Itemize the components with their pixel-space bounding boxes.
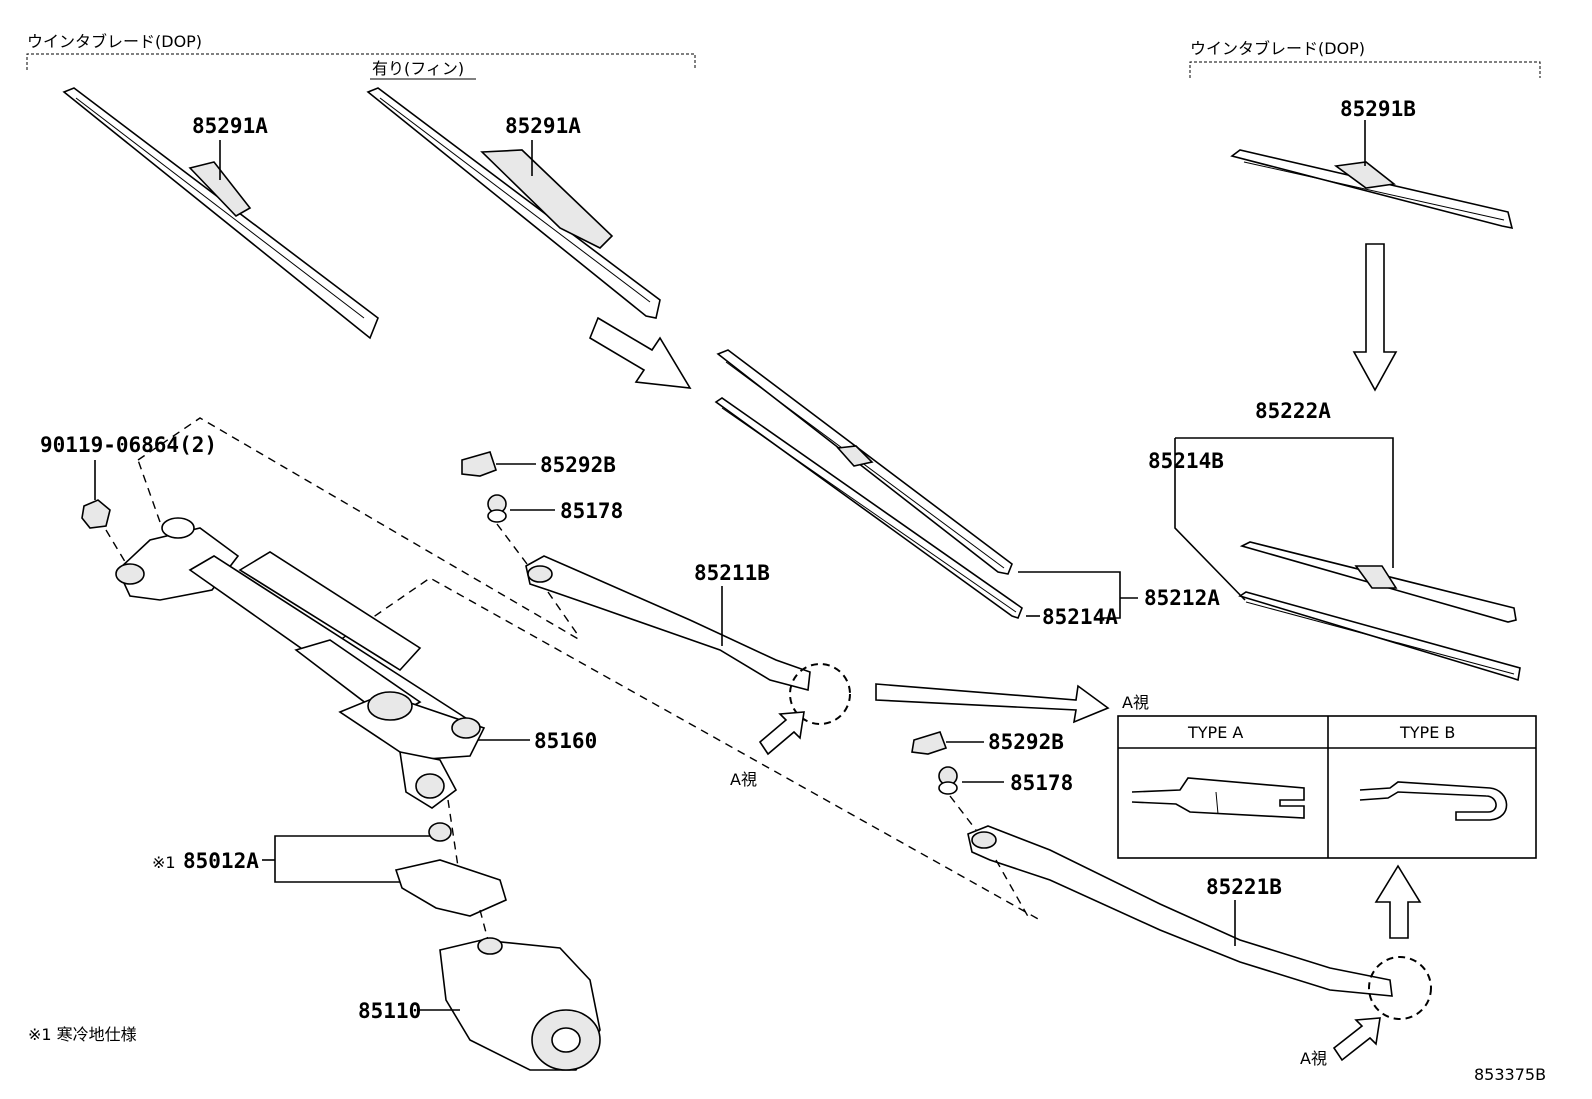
view-a-label-3: A視 <box>1122 693 1149 712</box>
wiper-blade-85291a-1: 85291A <box>62 87 379 340</box>
part-85291b-label: 85291B <box>1340 97 1416 121</box>
wiper-blade-85291b: 85291B <box>1230 97 1514 230</box>
part-85212a-label: 85212A <box>1144 586 1220 610</box>
cap-85292b-2: 85292B <box>911 730 1064 755</box>
dashed-guide-lines <box>137 417 1041 921</box>
part-85110-label: 85110 <box>358 999 421 1023</box>
part-90119-label: 90119-06864(2) <box>40 433 217 457</box>
arrow-up-right <box>1374 864 1422 939</box>
type-b-illustration <box>1359 781 1508 821</box>
seal-85012a: ※1 85012A <box>152 799 507 941</box>
part-85292b-label-2: 85292B <box>988 730 1064 754</box>
nut-85178-2: 85178 <box>938 766 1073 831</box>
view-a-label-1: A視 <box>730 770 757 789</box>
arrow-to-flat-blade <box>589 316 692 389</box>
view-a-label-2: A視 <box>1300 1049 1327 1068</box>
cap-85292b-1: 85292B <box>461 451 616 477</box>
cold-region-mark: ※1 <box>152 853 176 872</box>
part-85012a-label: 85012A <box>183 849 259 873</box>
wiper-blade-85291a-2: 85291A <box>366 87 661 319</box>
part-85221b-label: 85221B <box>1206 875 1282 899</box>
detail-box: A視 TYPE A TYPE B <box>1117 693 1537 859</box>
part-85291a-label-2: 85291A <box>505 114 581 138</box>
part-85214a-label: 85214A <box>1042 605 1118 629</box>
right-group-label: ウインタブレード(DOP) <box>1190 39 1365 58</box>
flat-blade-85222a: 85222A 85214B <box>1148 399 1521 682</box>
type-a-label: TYPE A <box>1187 723 1243 742</box>
part-85214b-label: 85214B <box>1148 449 1224 473</box>
arrow-down-right <box>1352 243 1398 392</box>
diagram-code: 853375B <box>1474 1065 1546 1084</box>
part-85211b-label: 85211B <box>694 561 770 585</box>
wiper-arm-85221b: 85221B A視 <box>967 825 1432 1068</box>
part-85178-label-1: 85178 <box>560 499 623 523</box>
right-group-bracket: ウインタブレード(DOP) <box>1189 39 1541 78</box>
part-85222a-label: 85222A <box>1255 399 1331 423</box>
part-85292b-label-1: 85292B <box>540 453 616 477</box>
type-b-label: TYPE B <box>1399 723 1455 742</box>
bolt-90119: 90119-06864(2) <box>40 433 217 571</box>
type-a-illustration <box>1131 777 1305 819</box>
part-85291a-label-1: 85291A <box>192 114 268 138</box>
left-group-bracket: ウインタブレード(DOP) 有り(フィン) <box>26 32 696 80</box>
part-85160-label: 85160 <box>534 729 597 753</box>
wiper-arm-85211b: 85211B A視 <box>525 555 851 789</box>
wiper-motor-85110: 85110 <box>358 937 601 1071</box>
arrow-to-detail <box>875 683 1110 724</box>
fin-option-label: 有り(フィン) <box>372 59 464 78</box>
footnote-cold-region: ※1 寒冷地仕様 <box>28 1025 137 1044</box>
part-85178-label-2: 85178 <box>1010 771 1073 795</box>
nut-85178-1: 85178 <box>487 494 623 577</box>
flat-blade-85212a: 85212A 85214A <box>714 349 1220 629</box>
wiper-linkage-85160: 85160 <box>115 517 597 809</box>
left-group-label: ウインタブレード(DOP) <box>27 32 202 51</box>
